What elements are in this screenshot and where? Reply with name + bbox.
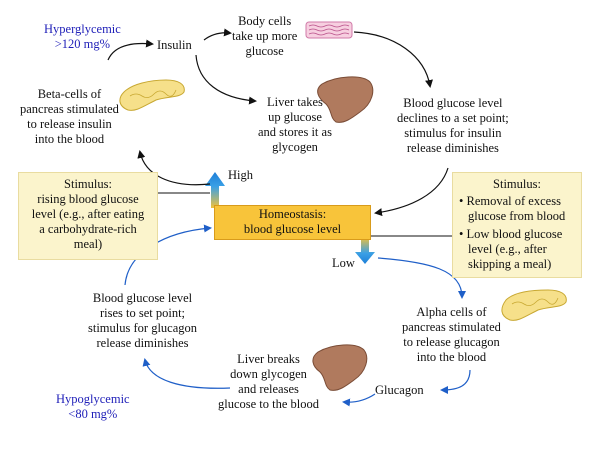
stimulus-left-line: level (e.g., after eating [31, 207, 145, 221]
homeostasis-box: Homeostasis: blood glucose level [214, 205, 371, 240]
arrow-low-to-alpha [377, 257, 466, 299]
homeostasis-title: Homeostasis: [258, 207, 327, 221]
low-label: Low [332, 256, 355, 270]
liver-bottom-icon [312, 344, 368, 391]
alpha-cells-line: pancreas stimulated [402, 320, 501, 334]
hypoglycemic-title: Hypoglycemic [56, 392, 130, 406]
liver-takes-line: Liver takes [267, 95, 323, 109]
body-cells-text: Body cells take up more glucose [232, 14, 297, 59]
arrow-beta-to-insulin [107, 39, 154, 61]
hypoglycemic-value: <80 mg% [68, 407, 118, 421]
rises-line: stimulus for glucagon [88, 321, 198, 335]
liver-takes-line: and stores it as [258, 125, 332, 139]
pancreas-top-icon [119, 79, 185, 111]
beta-cells-line: into the blood [34, 132, 105, 146]
low-down-arrow [355, 237, 375, 264]
arrow-glucagon-to-liver [342, 393, 376, 407]
declines-text: Blood glucose level declines to a set po… [397, 96, 509, 156]
liver-takes-line: up glucose [268, 110, 322, 124]
pancreas-bottom-icon [501, 289, 567, 321]
rises-line: Blood glucose level [92, 291, 193, 305]
hypoglycemic-label: Hypoglycemic <80 mg% [56, 392, 130, 422]
alpha-cells-text: Alpha cells of pancreas stimulated to re… [402, 305, 501, 365]
stimulus-left-box: Stimulus: rising blood glucose level (e.… [18, 172, 158, 260]
arrow-bodycells-to-declines [353, 31, 433, 88]
body-cells-line: glucose [245, 44, 284, 58]
declines-line: stimulus for insulin [404, 126, 502, 140]
alpha-cells-line: into the blood [416, 350, 487, 364]
stimulus-right-bullet-line: • Removal of excess [459, 194, 561, 208]
liver-top-icon [317, 76, 374, 123]
arrow-insulin-to-bodycells [203, 28, 232, 41]
arrow-liver-to-rises [142, 358, 231, 389]
stimulus-left-line: a carbohydrate-rich [39, 222, 137, 236]
beta-cells-text: Beta-cells of pancreas stimulated to rel… [20, 87, 119, 147]
stimulus-right-text: Low blood glucose [466, 227, 563, 241]
body-cells-icon [305, 21, 353, 39]
insulin-label: Insulin [157, 38, 192, 52]
arrow-high-to-beta [137, 150, 211, 186]
hyperglycemic-value: >120 mg% [54, 37, 111, 51]
arrow-insulin-to-liver [195, 54, 257, 105]
liver-breaks-line: glucose to the blood [218, 397, 320, 411]
stimulus-right-bullet-1: • Removal of excess glucose from blood [459, 194, 565, 224]
declines-line: Blood glucose level [403, 96, 503, 110]
alpha-cells-line: to release glucagon [403, 335, 500, 349]
rises-line: rises to set point; [99, 306, 186, 320]
body-cells-line: Body cells [238, 14, 292, 28]
liver-breaks-line: down glycogen [230, 367, 307, 381]
alpha-cells-line: Alpha cells of [416, 305, 487, 319]
stimulus-right-bullet-2: • Low blood glucose level (e.g., after s… [459, 227, 562, 272]
liver-breaks-line: Liver breaks [237, 352, 300, 366]
stimulus-right-text: glucose from blood [468, 209, 566, 223]
arrow-declines-to-homeostasis [374, 167, 449, 217]
rises-text: Blood glucose level rises to set point; … [88, 291, 197, 351]
beta-cells-line: to release insulin [27, 117, 112, 131]
stimulus-left-content: Stimulus: rising blood glucose level (e.… [19, 177, 157, 252]
stimulus-right-text: level (e.g., after [468, 242, 547, 256]
stimulus-right-box: Stimulus: • Removal of excess glucose fr… [452, 172, 582, 278]
homeostasis-subtitle: blood glucose level [243, 222, 342, 236]
stimulus-right-text: skipping a meal) [468, 257, 552, 271]
stimulus-right-bullet-line: level (e.g., after [459, 242, 562, 257]
stimulus-right-bullet-line: glucose from blood [459, 209, 565, 224]
glucagon-label: Glucagon [375, 383, 424, 397]
hyperglycemic-label: Hyperglycemic >120 mg% [44, 22, 121, 52]
stimulus-right-text: Removal of excess [466, 194, 561, 208]
arrow-alpha-to-glucagon [440, 369, 471, 394]
liver-takes-text: Liver takes up glucose and stores it as … [258, 95, 332, 155]
declines-line: release diminishes [406, 141, 499, 155]
stimulus-left-line: rising blood glucose [37, 192, 139, 206]
stimulus-left-line: meal) [73, 237, 103, 251]
high-up-arrow [205, 172, 225, 208]
rises-line: release diminishes [96, 336, 189, 350]
beta-cells-line: pancreas stimulated [20, 102, 119, 116]
declines-line: declines to a set point; [397, 111, 509, 125]
high-label: High [228, 168, 253, 182]
liver-breaks-line: and releases [238, 382, 299, 396]
body-cells-line: take up more [232, 29, 298, 43]
stimulus-right-title: Stimulus: [493, 177, 541, 191]
hyperglycemic-title: Hyperglycemic [44, 22, 121, 36]
liver-breaks-text: Liver breaks down glycogen and releases … [218, 352, 319, 412]
liver-takes-line: glycogen [272, 140, 318, 154]
stimulus-right-bullet-line: skipping a meal) [459, 257, 562, 272]
stimulus-left-title: Stimulus: [64, 177, 112, 191]
beta-cells-line: Beta-cells of [37, 87, 102, 101]
stimulus-right-bullet-line: • Low blood glucose [459, 227, 563, 241]
